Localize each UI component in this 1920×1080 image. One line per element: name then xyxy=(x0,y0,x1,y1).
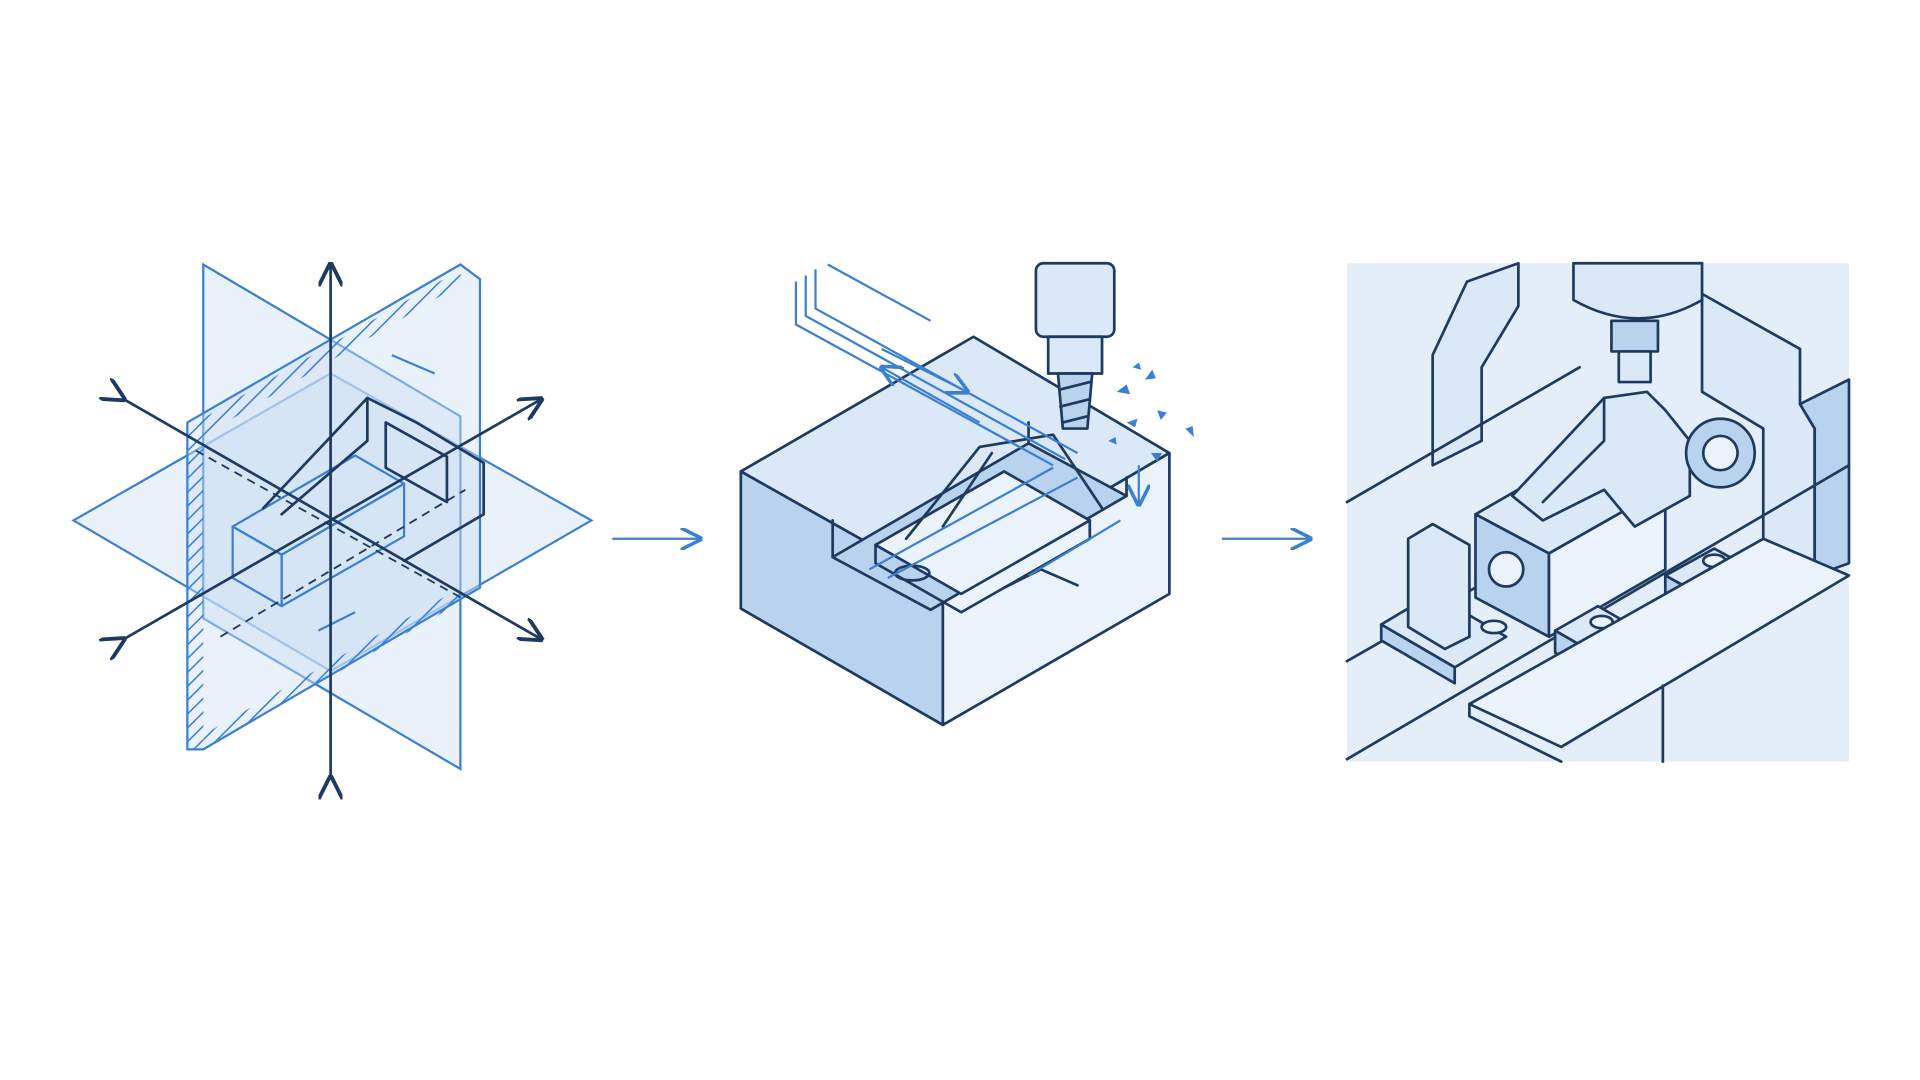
hatched-edge-side xyxy=(187,416,204,750)
step-2-cnc-milling xyxy=(739,261,1194,727)
step-1-section-planes xyxy=(71,264,594,777)
metal-chips xyxy=(1108,362,1194,462)
toolpath-lines xyxy=(794,263,1139,579)
spindle-end-mill xyxy=(1034,261,1116,430)
axis-arrow-diagonal-b xyxy=(124,399,542,639)
spindle-head xyxy=(1572,261,1704,384)
step-3-fixture-machining xyxy=(1345,261,1851,763)
machine-table xyxy=(1468,537,1851,763)
vise-and-part xyxy=(1474,390,1757,639)
machine-frame xyxy=(1345,261,1851,761)
